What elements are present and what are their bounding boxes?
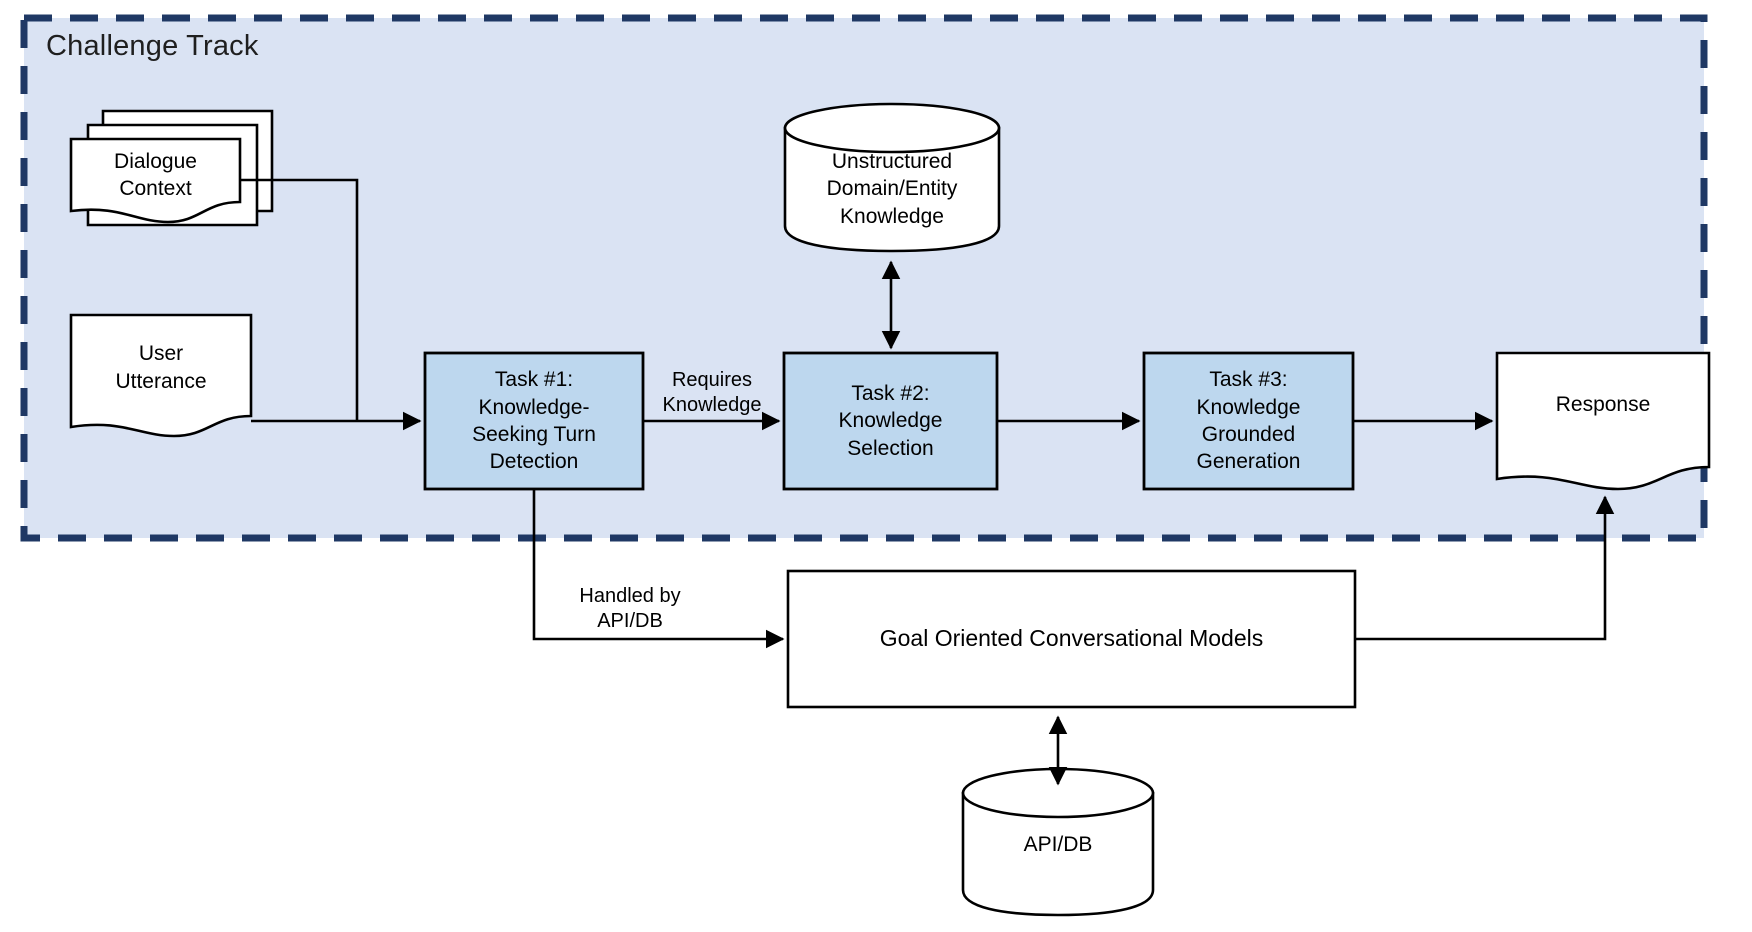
unstructured-knowledge-top <box>783 102 1001 154</box>
dialogue-context-shape <box>69 137 242 224</box>
challenge-track-title: Challenge Track <box>46 30 259 62</box>
task-3-shape <box>1142 351 1355 491</box>
unstructured-knowledge-body <box>783 126 1001 253</box>
task-1-shape <box>423 351 645 491</box>
task-2-shape <box>782 351 999 491</box>
edge-label-handled-by-api-db: Handled by API/DB <box>579 585 681 632</box>
response-shape <box>1495 351 1711 491</box>
user-utterance-shape <box>69 313 253 438</box>
goal-oriented-models-shape <box>786 569 1357 709</box>
edge-handled-by-api-db <box>532 489 785 649</box>
edge-dialogue-to-task1 <box>240 178 359 421</box>
edge-label-requires-knowledge: Requires Knowledge <box>662 369 762 416</box>
edge-models-response <box>1355 495 1615 641</box>
api-db-body <box>961 791 1155 917</box>
